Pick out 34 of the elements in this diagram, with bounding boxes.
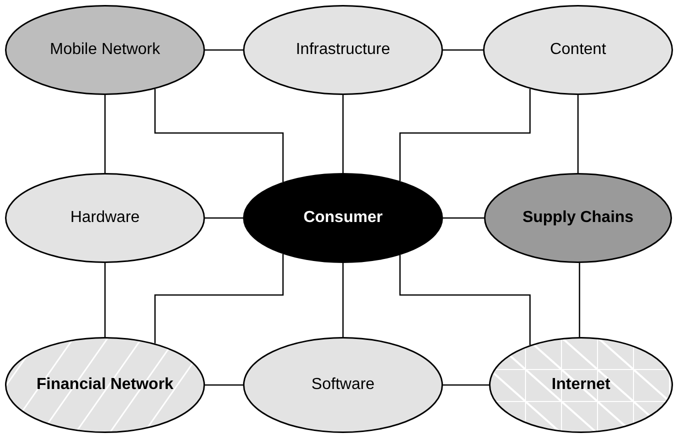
connector-line	[577, 95, 579, 173]
ellipse-node	[5, 337, 205, 433]
connector-line	[205, 49, 243, 51]
node-label: Supply Chains	[522, 209, 634, 227]
ellipse-node	[5, 5, 205, 95]
node-label: Consumer	[303, 209, 383, 227]
node-label: Financial Network	[36, 376, 174, 394]
ellipse-node	[483, 5, 673, 95]
connector-line	[154, 254, 284, 344]
node-label: Software	[311, 376, 375, 394]
ellipse-node	[243, 173, 443, 263]
connector-line	[578, 263, 580, 337]
connector-line	[399, 88, 531, 182]
node-label: Internet	[552, 376, 610, 394]
node-label: Content	[550, 41, 606, 59]
connector-line	[443, 384, 489, 386]
connector-line	[154, 88, 284, 182]
ellipse-node	[489, 337, 673, 433]
ellipse-node	[5, 173, 205, 263]
connector-line	[205, 384, 243, 386]
ellipse-node	[484, 173, 672, 263]
connector-line	[399, 254, 531, 346]
connector-line	[443, 217, 484, 219]
ellipse-node	[243, 5, 443, 95]
connector-line	[342, 263, 344, 337]
ellipse-node	[243, 337, 443, 433]
node-label: Hardware	[70, 209, 140, 227]
connector-line	[205, 217, 243, 219]
connector-line	[104, 95, 106, 173]
node-label: Infrastructure	[296, 41, 390, 59]
connector-line	[443, 49, 483, 51]
connector-line	[342, 95, 344, 173]
node-label: Mobile Network	[50, 41, 160, 59]
connector-line	[104, 263, 106, 337]
